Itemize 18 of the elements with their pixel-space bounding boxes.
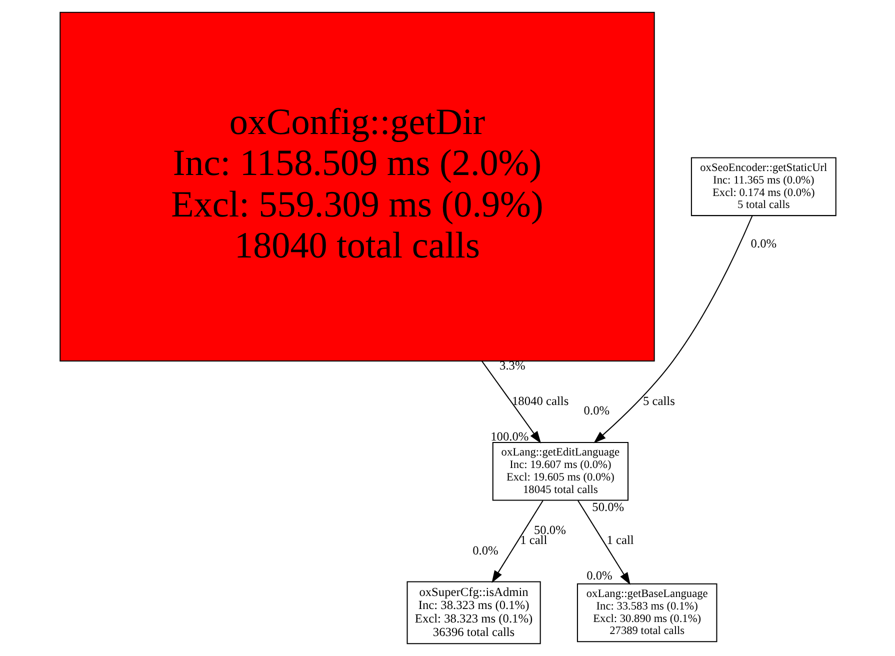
arrow [593, 215, 752, 444]
node-box: oxSuperCfg::isAdmin Inc: 38.323 ms (0.1%) Excl: 38.323 ms (0.1%) 36396 total calls [406, 581, 540, 644]
node-label: 50.0% [592, 500, 624, 514]
node-box: oxSeoEncoder::getStaticUrl Inc: 11.365 ms (0.0%) Excl: 0.174 ms (0.0%) 5 total calls [690, 157, 836, 216]
edge-label: 18040 calls [512, 394, 568, 408]
node-box: oxLang::getEditLanguage Inc: 19.607 ms (0.0%) Excl: 19.605 ms (0.0%) 18045 total calls [492, 442, 628, 501]
arrow [480, 360, 541, 444]
node-label: 100.0% [490, 429, 528, 444]
node-label: 0.0% [472, 544, 498, 558]
node-label: 0.0% [586, 568, 612, 583]
edge-label: 1 call [606, 533, 634, 548]
node-label: 0.0% [583, 403, 610, 418]
arrow [577, 500, 630, 585]
node-label: 0.0% [750, 236, 776, 251]
edge-label: 5 calls [642, 394, 674, 408]
node-box: oxLang::getBaseLanguage Inc: 33.583 ms (0.1%) Excl: 30.890 ms (0.1%) 27389 total calls [576, 583, 717, 642]
node-box: oxConfig::getDir Inc: 1158.509 ms (2.0%) Excl: 559.309 ms (0.9%) 18040 total calls [59, 12, 654, 362]
arrow [491, 500, 543, 583]
